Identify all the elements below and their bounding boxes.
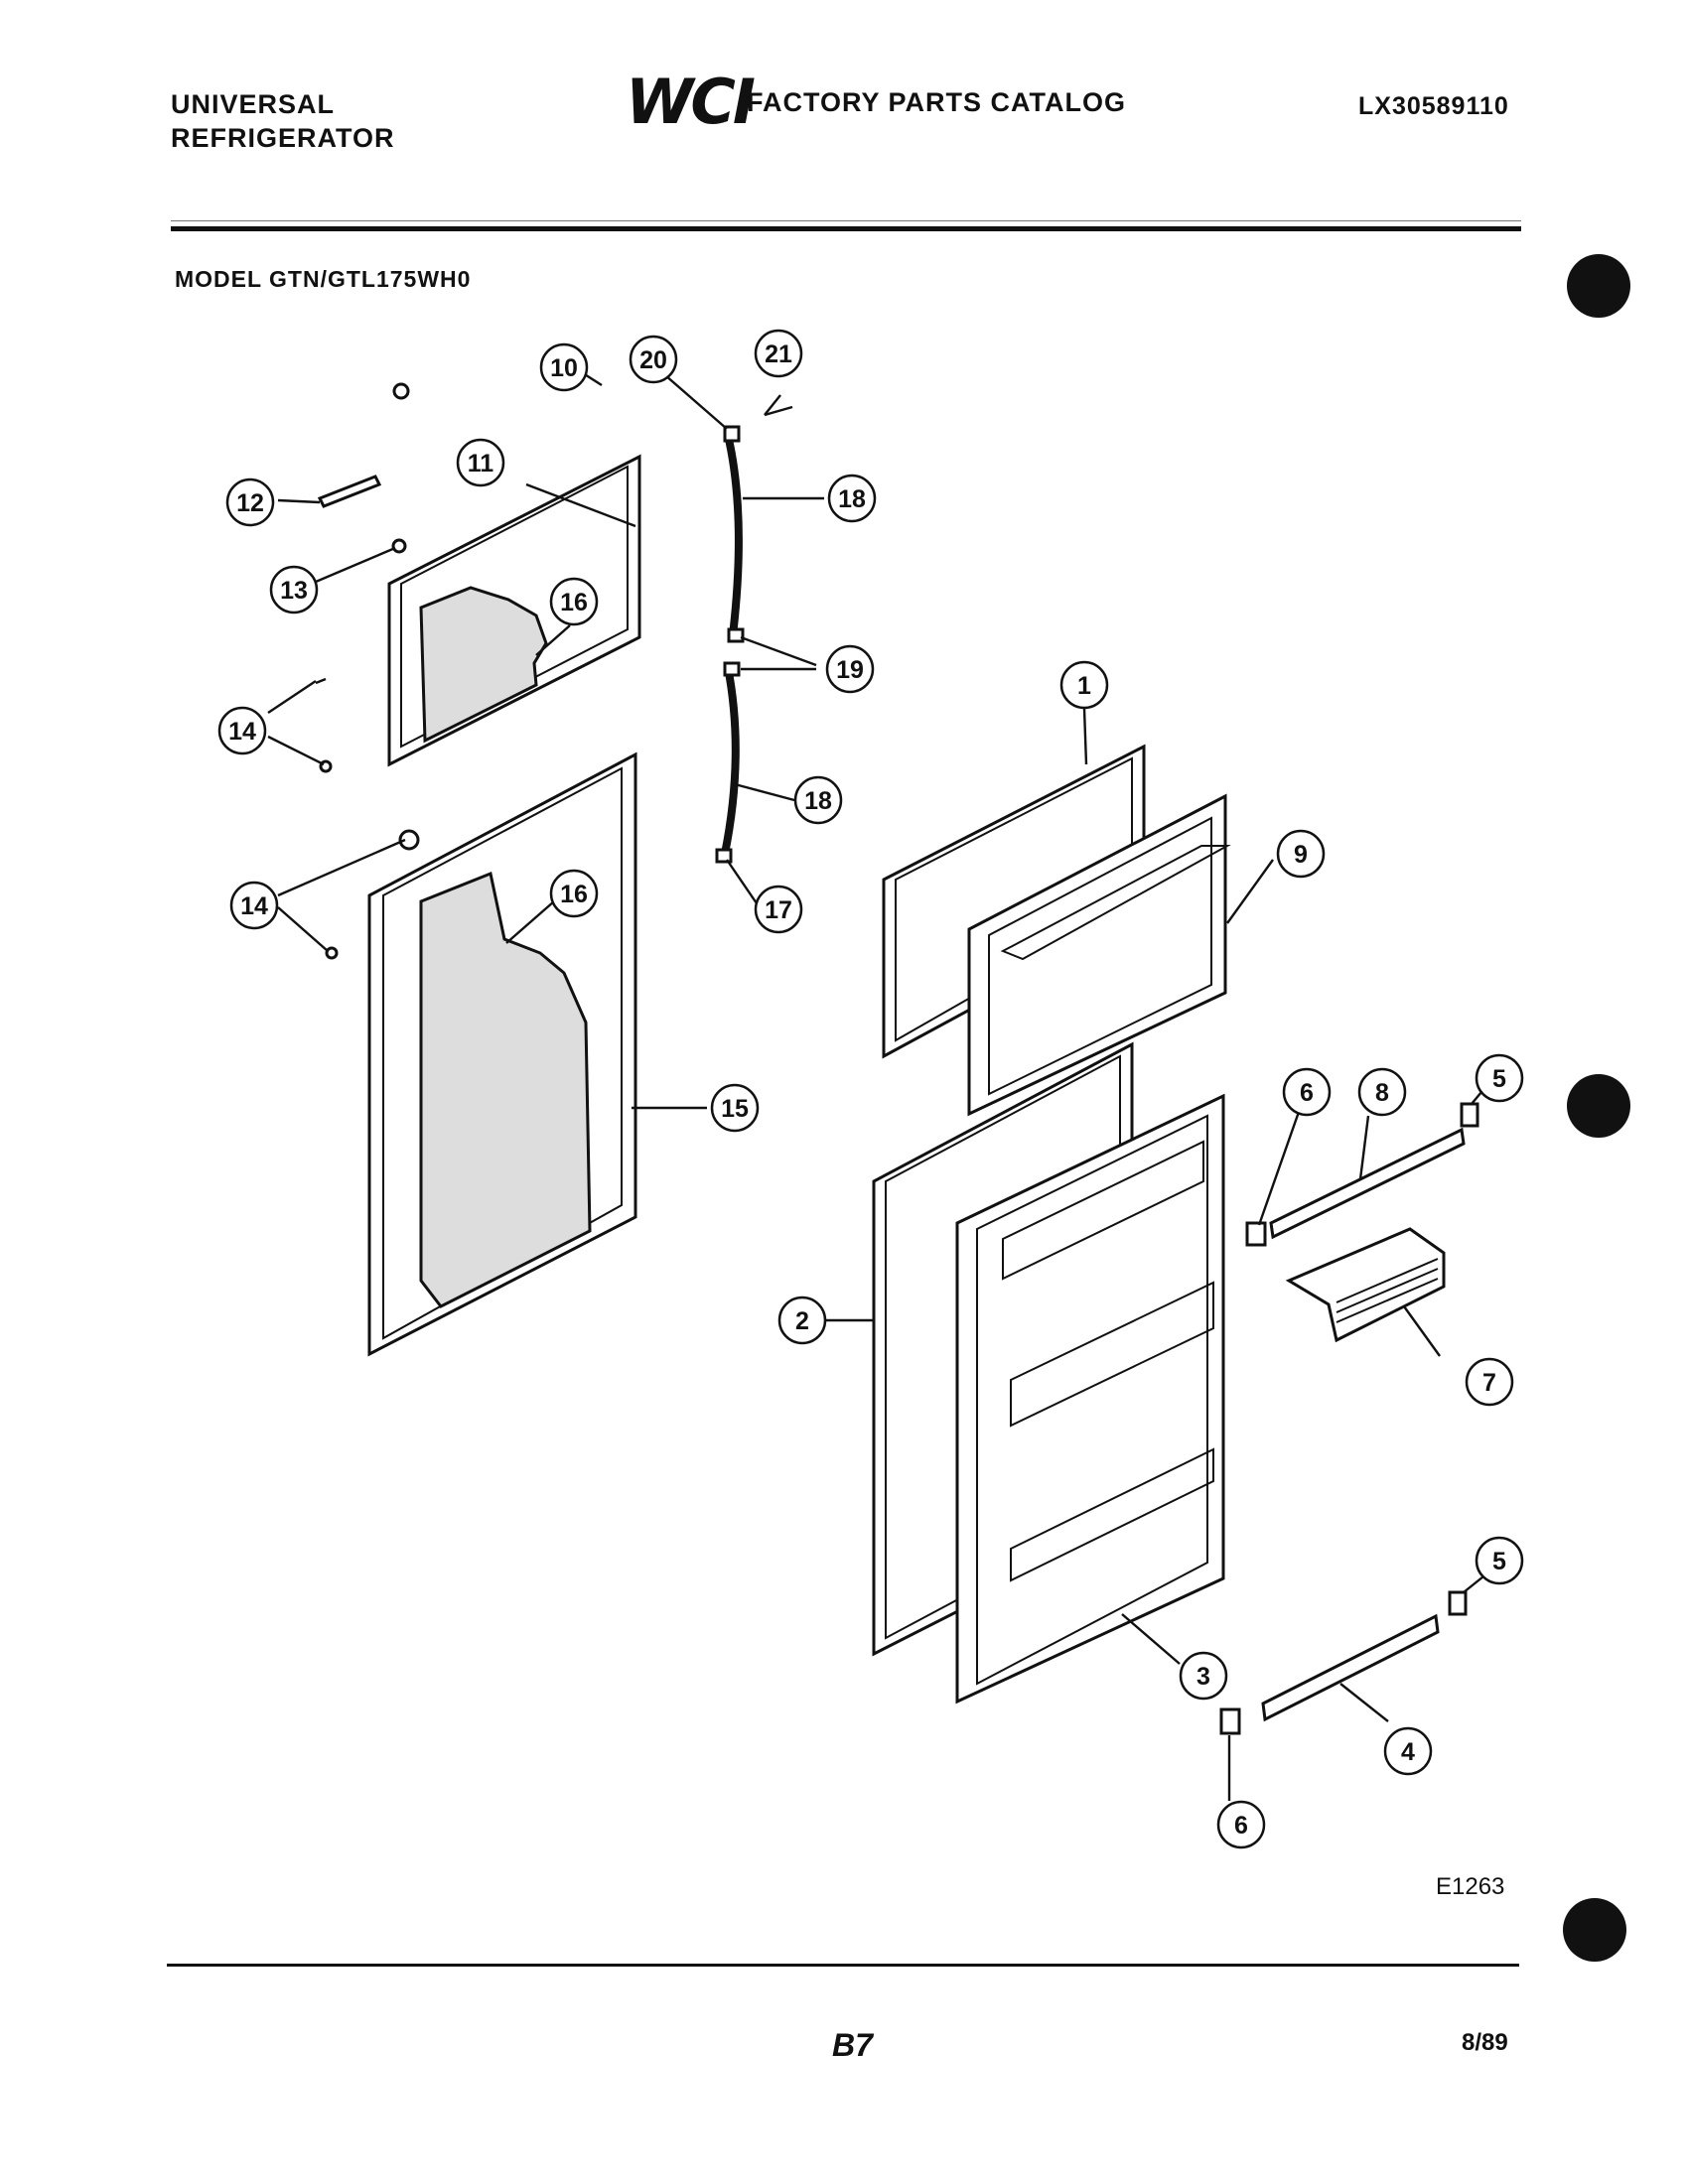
svg-text:7: 7 xyxy=(1482,1369,1496,1397)
screw-21 xyxy=(764,405,793,417)
svg-text:6: 6 xyxy=(1234,1812,1248,1840)
callout-4: 4 xyxy=(1383,1726,1433,1776)
callout-18-upper: 18 xyxy=(827,474,877,523)
callout-16-upper: 16 xyxy=(549,577,599,626)
manufacturer-line-1: UNIVERSAL xyxy=(171,89,336,119)
binder-hole-1 xyxy=(1567,254,1630,318)
stop-pin-14 xyxy=(398,829,420,851)
rail-end-cap-6a xyxy=(1245,1221,1267,1247)
door-shelf-rail-8 xyxy=(1269,1127,1466,1240)
wci-logo: WCI xyxy=(626,66,756,138)
callout-14-lower: 14 xyxy=(229,881,279,930)
svg-text:19: 19 xyxy=(836,656,864,684)
dairy-compartment-door xyxy=(1285,1227,1446,1343)
manufacturer-name: UNIVERSAL REFRIGERATOR xyxy=(171,87,395,155)
svg-text:14: 14 xyxy=(228,718,256,746)
freezer-door-panel xyxy=(387,454,641,767)
svg-text:3: 3 xyxy=(1196,1663,1210,1691)
svg-text:5: 5 xyxy=(1492,1548,1506,1575)
callout-20: 20 xyxy=(629,335,678,384)
pin-14-top xyxy=(315,677,327,685)
svg-text:1: 1 xyxy=(1077,672,1091,700)
svg-text:14: 14 xyxy=(240,892,268,920)
callout-3: 3 xyxy=(1179,1651,1228,1701)
callout-8: 8 xyxy=(1357,1067,1407,1117)
manufacturer-line-2: REFRIGERATOR xyxy=(171,123,395,153)
callout-13: 13 xyxy=(269,565,319,614)
svg-text:20: 20 xyxy=(639,346,667,374)
binder-hole-2 xyxy=(1567,1074,1630,1138)
svg-text:9: 9 xyxy=(1294,841,1308,869)
plug-13 xyxy=(391,538,407,554)
fresh-food-handle xyxy=(721,666,740,855)
svg-text:12: 12 xyxy=(236,489,264,517)
freezer-handle-trim xyxy=(317,475,382,508)
svg-text:2: 2 xyxy=(795,1307,809,1335)
svg-text:10: 10 xyxy=(550,354,578,382)
callout-5-lower: 5 xyxy=(1475,1536,1524,1585)
header-rule-thin xyxy=(171,220,1521,221)
screw-14b xyxy=(325,946,339,960)
callout-1: 1 xyxy=(1059,660,1109,710)
svg-text:16: 16 xyxy=(560,589,588,616)
callout-5-upper: 5 xyxy=(1475,1053,1524,1103)
catalog-code: LX30589110 xyxy=(1358,92,1509,120)
svg-text:16: 16 xyxy=(560,881,588,908)
svg-text:15: 15 xyxy=(721,1095,749,1123)
leader-lines xyxy=(267,369,1484,1801)
svg-text:13: 13 xyxy=(280,577,308,605)
handle-end-cap-19a xyxy=(727,627,745,643)
svg-text:6: 6 xyxy=(1300,1079,1314,1107)
catalog-date: 8/89 xyxy=(1462,2029,1508,2056)
handle-end-cap-19b xyxy=(723,661,741,677)
callout-14-upper: 14 xyxy=(217,706,267,755)
svg-text:17: 17 xyxy=(765,896,792,924)
callout-17: 17 xyxy=(754,885,803,934)
door-shelf-rail-4 xyxy=(1261,1613,1440,1722)
callout-18-lower: 18 xyxy=(793,775,843,825)
freezer-handle xyxy=(724,434,743,636)
footer-rule xyxy=(167,1964,1519,1967)
rail-end-cap-5b xyxy=(1448,1590,1468,1616)
svg-text:21: 21 xyxy=(765,341,792,368)
catalog-title: FACTORY PARTS CATALOG xyxy=(747,87,1127,117)
callout-2: 2 xyxy=(777,1296,827,1345)
header-rule xyxy=(171,226,1521,231)
callout-7: 7 xyxy=(1465,1357,1514,1407)
hinge-plug-10 xyxy=(392,382,410,400)
callout-21: 21 xyxy=(754,329,803,378)
binder-hole-3 xyxy=(1563,1898,1626,1962)
callout-11: 11 xyxy=(456,438,505,487)
svg-text:4: 4 xyxy=(1401,1738,1415,1766)
handle-end-cap-17 xyxy=(715,848,733,864)
svg-text:5: 5 xyxy=(1492,1065,1506,1093)
freezer-inner-door-liner xyxy=(967,793,1231,1117)
handle-end-cap-20 xyxy=(723,425,741,443)
svg-text:18: 18 xyxy=(838,485,866,513)
callout-9: 9 xyxy=(1276,829,1326,879)
callout-19: 19 xyxy=(825,644,875,694)
callout-6-lower: 6 xyxy=(1216,1800,1266,1849)
svg-text:11: 11 xyxy=(468,450,494,478)
page-number: B7 xyxy=(832,2027,873,2063)
svg-text:18: 18 xyxy=(804,787,832,815)
callout-12: 12 xyxy=(225,478,275,527)
figure-id: E1263 xyxy=(1436,1873,1505,1900)
callout-10: 10 xyxy=(539,342,589,392)
callout-15: 15 xyxy=(710,1083,760,1133)
callout-6-upper: 6 xyxy=(1282,1067,1332,1117)
fresh-food-inner-door-liner xyxy=(955,1093,1225,1705)
svg-text:8: 8 xyxy=(1375,1079,1389,1107)
rail-end-cap-6b xyxy=(1219,1707,1241,1735)
model-label: MODEL GTN/GTL175WH0 xyxy=(175,266,472,292)
rail-end-cap-5a xyxy=(1460,1102,1479,1128)
callout-16-lower: 16 xyxy=(549,869,599,918)
